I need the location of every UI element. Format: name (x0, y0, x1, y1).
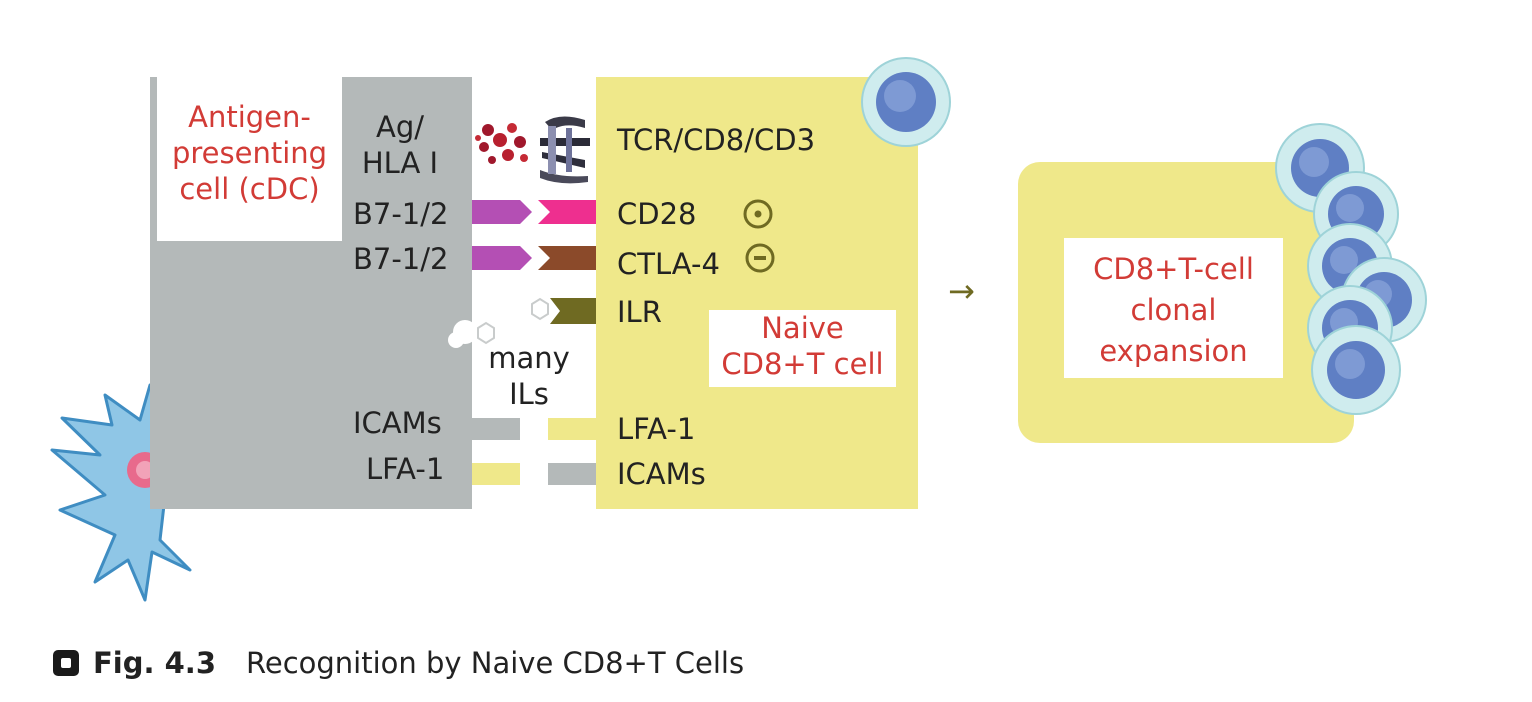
tcell-lfa1-bar (548, 418, 596, 440)
activation-signal-icon (743, 199, 773, 229)
figure-caption: Fig. 4.3 Recognition by Naive CD8+T Cells (53, 643, 744, 683)
figure-caption-text: Recognition by Naive CD8+T Cells (246, 646, 745, 680)
tcell-lfa1-label: LFA-1 (617, 412, 696, 446)
naive-tcell-body (596, 77, 918, 509)
many-ils-line: ILs (509, 377, 549, 411)
naive-title-box (709, 310, 896, 387)
naive-title-line: Naive (761, 311, 844, 345)
expansion-title-line: clonal (1130, 293, 1217, 327)
apc-title-line: Antigen- (188, 100, 311, 134)
b7-ctla4-pair-icon (472, 246, 596, 270)
ctla4-label: CTLA-4 (617, 247, 720, 281)
apc-title-line: presenting (171, 136, 328, 170)
tcr-label: TCR/CD8/CD3 (617, 123, 816, 157)
tcr-complex-icon (540, 116, 590, 184)
tcell-icams-label: ICAMs (617, 457, 706, 491)
many-ils-line: many (488, 341, 570, 375)
interleukin-icon (448, 320, 495, 348)
expansion-title: CD8+T-cell clonal expansion (1064, 249, 1283, 372)
b7-label: B7-1/2 (353, 197, 449, 231)
b7-cd28-pair-icon (472, 200, 596, 224)
apc-title-line: cell (cDC) (179, 172, 320, 206)
apc-lfa1-bar (472, 463, 520, 485)
naive-title-line: CD8+T cell (721, 347, 884, 381)
expansion-title-line: CD8+T-cell (1093, 252, 1254, 286)
many-ils-label: many ILs (484, 340, 574, 412)
expansion-title-box (1064, 238, 1283, 378)
apc-icams-label: ICAMs (353, 406, 442, 440)
cd28-label: CD28 (617, 197, 697, 231)
expansion-title-line: expansion (1099, 334, 1248, 368)
naive-tcell-title: Naive CD8+T cell (709, 310, 896, 382)
apc-icam-bar (472, 418, 520, 440)
apc-title: Antigen- presenting cell (cDC) (157, 99, 342, 207)
ag-hla-line: Ag/ (375, 110, 425, 144)
apc-lfa1-label: LFA-1 (366, 452, 445, 486)
apc-title-box (157, 77, 342, 241)
ag-hla-label: Ag/ HLA I (355, 109, 445, 181)
ilr-receptor-icon (531, 297, 596, 324)
expansion-arrow: → (948, 272, 975, 310)
figure-label: Fig. 4.3 (93, 646, 216, 680)
tcell-icam-bar (548, 463, 596, 485)
ilr-label: ILR (617, 295, 662, 329)
inhibition-signal-icon (745, 243, 775, 273)
clonal-tcell-icon (1311, 325, 1401, 415)
figure-square-icon (53, 650, 79, 676)
naive-tcell-sphere-icon (861, 57, 951, 147)
ag-hla-line: HLA I (361, 146, 439, 180)
b7-label: B7-1/2 (353, 242, 449, 276)
antigen-hla-icon (475, 123, 528, 164)
